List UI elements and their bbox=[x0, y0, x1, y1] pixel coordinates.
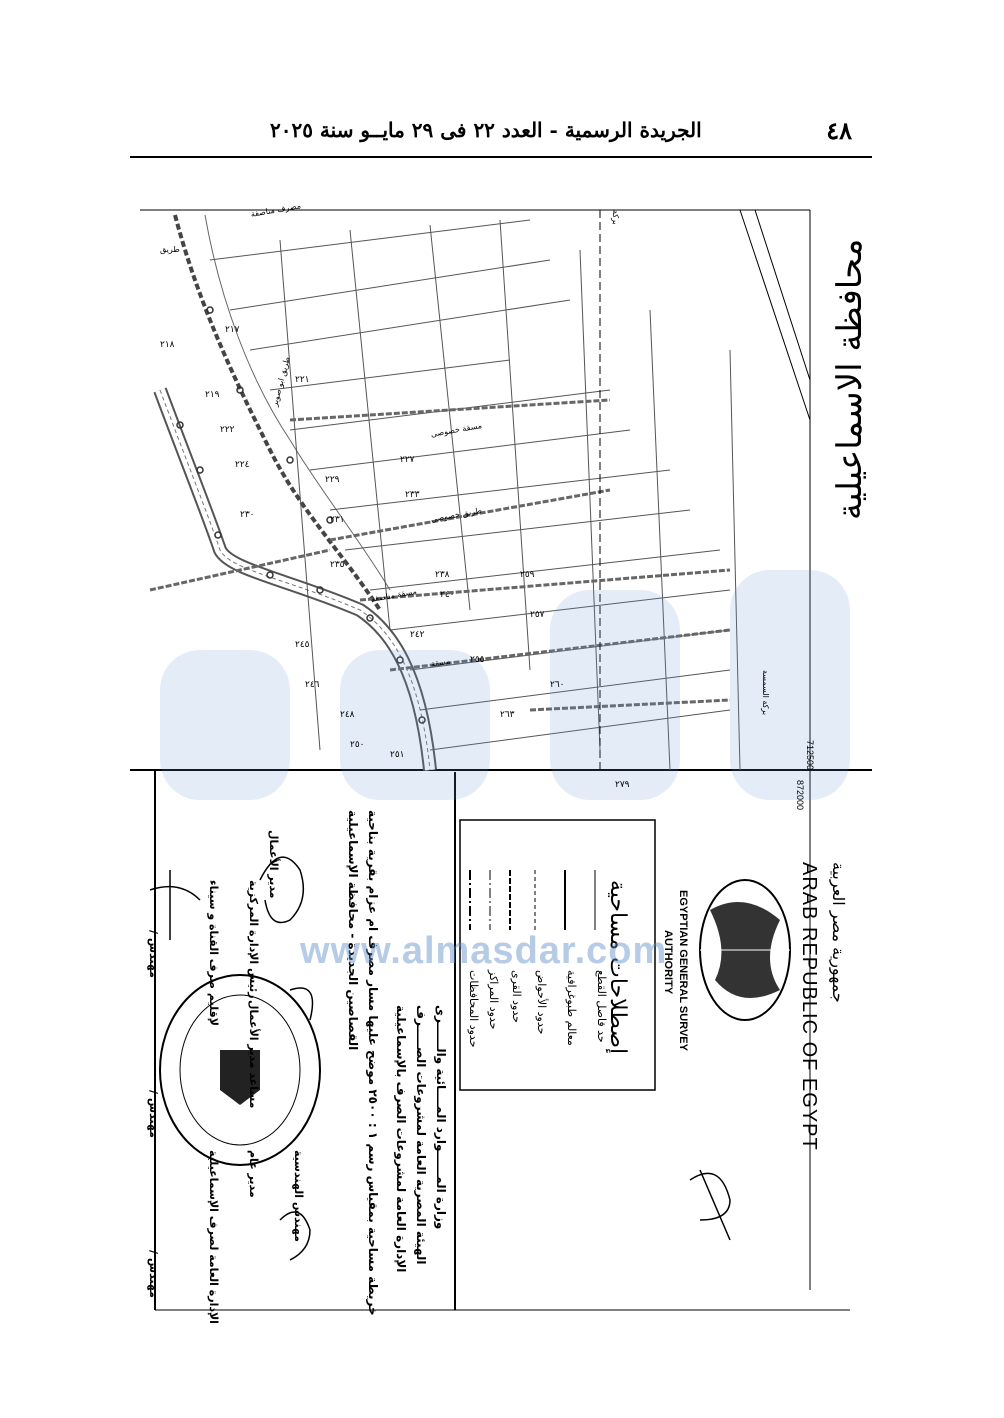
title-ministry: وزارة المــــــوارد المــــائية والـــــ… bbox=[434, 1005, 448, 1230]
parcel-number: ٢١٧ bbox=[225, 325, 240, 335]
legend-item-topographic: معالم طبوغرافية bbox=[565, 970, 578, 1046]
coordinate-easting: 712500 bbox=[805, 740, 815, 771]
sign-engineering: مهندس الهندسية bbox=[292, 1150, 305, 1242]
country-name-ar: جمهورية مصر العربية bbox=[829, 862, 848, 1003]
signatures bbox=[149, 856, 731, 1261]
parcel-number: ٢٦٣ bbox=[500, 710, 515, 720]
parcel-number: ٢٥٥ bbox=[470, 655, 485, 665]
page-header: ٤٨ الجريدة الرسمية - العدد ٢٢ فى ٢٩ مايـ… bbox=[130, 112, 872, 158]
legend-item-governorate-boundary: حدود المحافظات bbox=[467, 970, 480, 1048]
parcel-number: ٢٤٦ bbox=[305, 680, 320, 690]
parcel-number: ٢٣٣ bbox=[405, 490, 420, 500]
survey-authority-emblem bbox=[699, 879, 791, 1021]
sign-general-manager: مدير عام bbox=[247, 1150, 260, 1198]
parcel-number: ٢٤٨ bbox=[340, 710, 355, 720]
road-markers bbox=[176, 306, 426, 724]
sign-assistant-manager: مساعد مدير الأعمال bbox=[247, 1000, 260, 1109]
sign-canal-region: لإقليم صرف القناة و سيناء bbox=[207, 880, 220, 1026]
sign-central-admin: رئيس الإدارة المركزية bbox=[247, 880, 260, 999]
legend-symbols bbox=[469, 870, 596, 930]
title-authority: الهيئة المصرية العامة لمشروعات الصـــــر… bbox=[414, 1005, 428, 1265]
watermark-url: www.almasdar.com bbox=[300, 930, 668, 972]
district-boundary bbox=[754, 209, 811, 381]
parcel-number: ٢٤٢ bbox=[410, 630, 425, 640]
parcel-number: ٢٥١ bbox=[390, 750, 405, 760]
district-boundary bbox=[739, 209, 811, 421]
legend-item-village-boundary: حدود القرى bbox=[510, 970, 523, 1023]
sign-works-manager: مدير الأعمال bbox=[267, 830, 280, 899]
title-directorate: الإدارة العامة لمشروعات الصرف بالإسماعيل… bbox=[394, 1005, 408, 1273]
parcel-number: ٢٧٩ bbox=[615, 780, 630, 790]
governorate-title: محافظة الاسماعيلية bbox=[830, 238, 870, 520]
label-pond: بركة bbox=[611, 210, 620, 225]
cadastral-map-sheet: محافظة الاسماعيلية ARAB REPUBLIC OF EGYP… bbox=[130, 190, 872, 1324]
legend-item-plot-boundary: حد فاصل القطع bbox=[595, 970, 608, 1043]
page-number: ٤٨ bbox=[826, 116, 852, 145]
parcel-number: ٢١٨ bbox=[160, 340, 175, 350]
parcel-number: ٢٣٥ bbox=[330, 560, 345, 570]
parcel-number: ٢٢٧ bbox=[400, 455, 415, 465]
gazette-header-title: الجريدة الرسمية - العدد ٢٢ فى ٢٩ مايــو … bbox=[270, 118, 702, 142]
parcel-number: ٢٢٩ bbox=[325, 475, 340, 485]
parcel-number: ٢٣٨ bbox=[435, 570, 450, 580]
watermark-letters bbox=[160, 570, 850, 800]
legend-item-district-boundary: حدود المراكز bbox=[487, 970, 500, 1030]
country-name-en: ARAB REPUBLIC OF EGYPT bbox=[798, 862, 820, 1151]
sign-engineer-3: مهندس / bbox=[147, 930, 160, 978]
legend-box bbox=[459, 819, 656, 1091]
parcel-number: ٢٢٢ bbox=[220, 425, 235, 435]
legend-item-basin-boundary: حدود الأحواض bbox=[535, 970, 548, 1035]
sign-ismailia-directorate: الإدارة العامة لصرف الإسماعيلية bbox=[207, 1150, 220, 1324]
parcel-number: ٢٣٠ bbox=[240, 510, 255, 520]
parcel-number: ٢٥٠ bbox=[350, 740, 365, 750]
parcel-number: ٢٥٩ bbox=[520, 570, 535, 580]
parcel-number: ٢١٩ bbox=[205, 390, 220, 400]
title-map-description: خريطة مساحية بمقياس رسم ١ : ٢٥٠٠ موضح عل… bbox=[366, 810, 380, 1316]
parcel-number: ٢٤٠ bbox=[440, 590, 455, 600]
sign-engineer-1: مهندس / bbox=[147, 1250, 160, 1298]
secondary-road bbox=[173, 214, 382, 612]
parcel-number: ٢٣١ bbox=[330, 515, 345, 525]
coordinate-northing: 872000 bbox=[795, 780, 805, 811]
parcel-number: ٢٢١ bbox=[295, 375, 310, 385]
canals bbox=[149, 398, 731, 712]
parcel-number: ٢٤٥ bbox=[295, 640, 310, 650]
authority-name-line1: EGYPTIAN GENERAL SURVEY bbox=[677, 890, 689, 1051]
sign-engineer-2: مهندس / bbox=[147, 1090, 160, 1138]
parcel-number: ٢٥٧ bbox=[530, 610, 545, 620]
parcel-number: ٢٦٠ bbox=[550, 680, 565, 690]
map-drawing bbox=[130, 209, 872, 1311]
official-seal bbox=[159, 974, 321, 1166]
label-road: طريق bbox=[160, 245, 180, 254]
label-samsa-pond: بركة السمسة bbox=[761, 670, 770, 716]
parcel-line bbox=[204, 214, 391, 591]
parcel-number: ٢٢٤ bbox=[235, 460, 250, 470]
